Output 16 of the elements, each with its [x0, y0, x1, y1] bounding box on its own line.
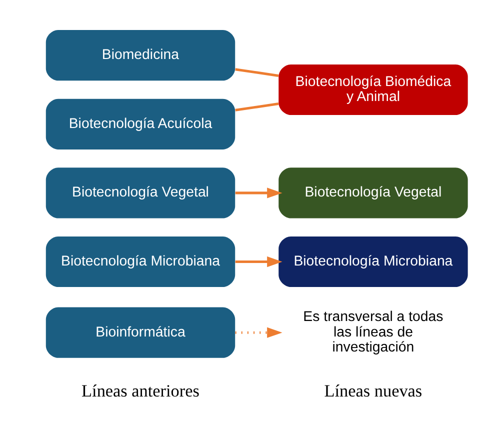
node-box: Biotecnología Vegetal [46, 168, 236, 218]
connector [235, 68, 279, 78]
label: Líneas anteriores [82, 381, 200, 400]
arrow [235, 188, 282, 198]
arrow [235, 327, 282, 338]
node-box: Biotecnología Vegetal [278, 168, 468, 218]
label: Líneas nuevas [324, 381, 422, 400]
connector [235, 102, 279, 112]
node-box: Biotecnología Biomédica y Animal [278, 64, 468, 116]
node-text: Es transversal a todas las líneas de investigación [303, 309, 444, 356]
node-box: Biotecnología Acuícola [46, 98, 236, 150]
node-box: Biotecnología Microbiana [46, 236, 236, 288]
node-box: Bioinformática [46, 307, 236, 358]
arrow [235, 256, 282, 268]
node-box: Biomedicina [46, 30, 236, 81]
node-box: Biotecnología Microbiana [278, 236, 468, 288]
